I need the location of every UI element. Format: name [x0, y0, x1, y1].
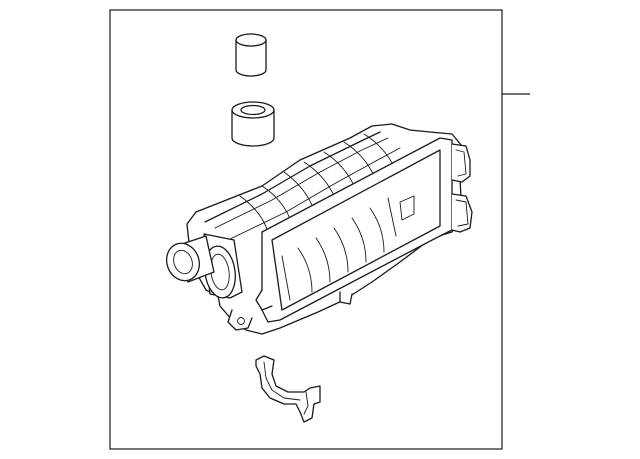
diagram-frame — [109, 9, 503, 450]
grommet-part[interactable] — [231, 101, 275, 147]
bracket-part[interactable] — [255, 355, 321, 423]
cap-part[interactable] — [235, 33, 267, 77]
supercharger-housing[interactable] — [161, 123, 473, 335]
